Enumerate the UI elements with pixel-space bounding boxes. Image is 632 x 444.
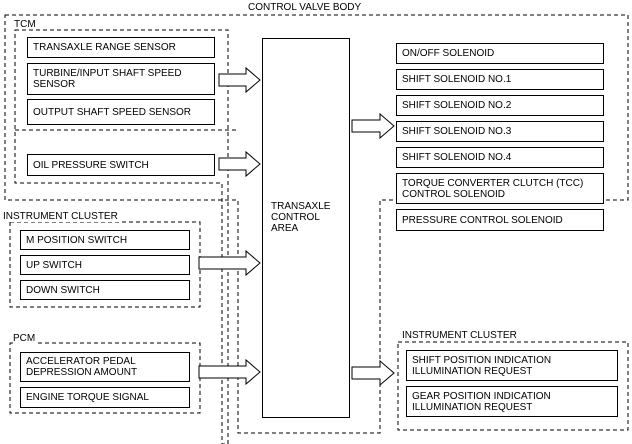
- shift-solenoid-no3: SHIFT SOLENOID NO.3: [396, 121, 604, 142]
- arrow-control-area-to-cluster-output: [351, 359, 395, 387]
- on-off-solenoid: ON/OFF SOLENOID: [396, 43, 604, 64]
- arrow-oil-pressure-to-control-area: [218, 150, 261, 178]
- instrument-cluster-output-boundary: [397, 341, 629, 431]
- arrow-tcm-to-control-area: [218, 66, 261, 94]
- shift-position-indication-request: SHIFT POSITION INDICATION ILLUMINATION R…: [406, 350, 618, 381]
- shift-solenoid-no1: SHIFT SOLENOID NO.1: [396, 69, 604, 90]
- up-switch: UP SWITCH: [20, 255, 190, 275]
- arrow-pcm-to-control-area: [198, 358, 261, 386]
- tcc-control-solenoid: TORQUE CONVERTER CLUTCH (TCC) CONTROL SO…: [396, 173, 604, 204]
- output-shaft-speed-sensor: OUTPUT SHAFT SPEED SENSOR: [27, 99, 215, 125]
- instrument-cluster-output-label: INSTRUMENT CLUSTER: [402, 330, 519, 341]
- transaxle-control-area-label: TRANSAXLE CONTROL AREA: [271, 201, 331, 234]
- accelerator-pedal-depression-amount: ACCELERATOR PEDAL DEPRESSION AMOUNT: [20, 352, 190, 382]
- shift-solenoid-no4: SHIFT SOLENOID NO.4: [396, 147, 604, 168]
- gear-position-indication-request: GEAR POSITION INDICATION ILLUMINATION RE…: [406, 386, 618, 417]
- tcm-label: TCM: [14, 19, 36, 30]
- pressure-control-solenoid: PRESSURE CONTROL SOLENOID: [396, 209, 604, 231]
- control-valve-body-boundary: [4, 14, 629, 434]
- transaxle-control-area: TRANSAXLE CONTROL AREA: [262, 38, 350, 418]
- oil-pressure-switch: OIL PRESSURE SWITCH: [27, 154, 215, 176]
- shift-solenoid-no2: SHIFT SOLENOID NO.2: [396, 95, 604, 116]
- control-valve-body-label: CONTROL VALVE BODY: [248, 2, 362, 13]
- instrument-cluster-input-label: INSTRUMENT CLUSTER: [3, 211, 120, 222]
- pcm-label: PCM: [13, 333, 36, 344]
- engine-torque-signal: ENGINE TORQUE SIGNAL: [20, 387, 190, 408]
- tcm-boundary: [14, 29, 229, 444]
- m-position-switch: M POSITION SWITCH: [20, 230, 190, 250]
- arrow-control-area-to-solenoids: [351, 112, 395, 140]
- down-switch: DOWN SWITCH: [20, 280, 190, 300]
- turbine-input-shaft-speed-sensor: TURBINE/INPUT SHAFT SPEED SENSOR: [27, 63, 215, 95]
- transaxle-range-sensor: TRANSAXLE RANGE SENSOR: [27, 37, 215, 58]
- arrow-cluster-to-control-area: [198, 249, 261, 277]
